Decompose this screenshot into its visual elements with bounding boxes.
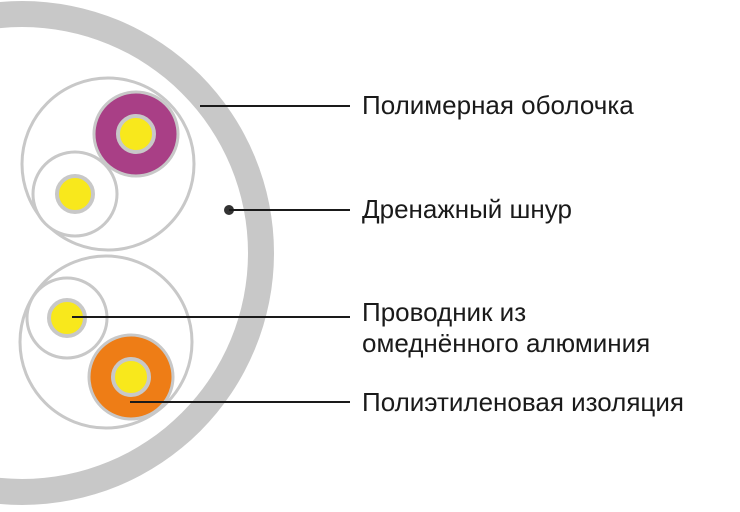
label-polymer-sheath: Полимерная оболочка	[362, 90, 634, 120]
label-drain-wire: Дренажный шнур	[362, 194, 572, 224]
conductor-orange-core	[111, 357, 151, 397]
label-conductor-line-2: омеднённого алюминия	[362, 328, 651, 358]
conductor-purple-core	[116, 114, 156, 154]
label-conductor: Проводник из омеднённого алюминия	[362, 297, 650, 359]
label-conductor-line-1: Проводник из	[362, 297, 527, 327]
label-polyethylene-insulation: Полиэтиленовая изоляция	[362, 387, 684, 417]
conductor-white-core	[55, 174, 95, 214]
